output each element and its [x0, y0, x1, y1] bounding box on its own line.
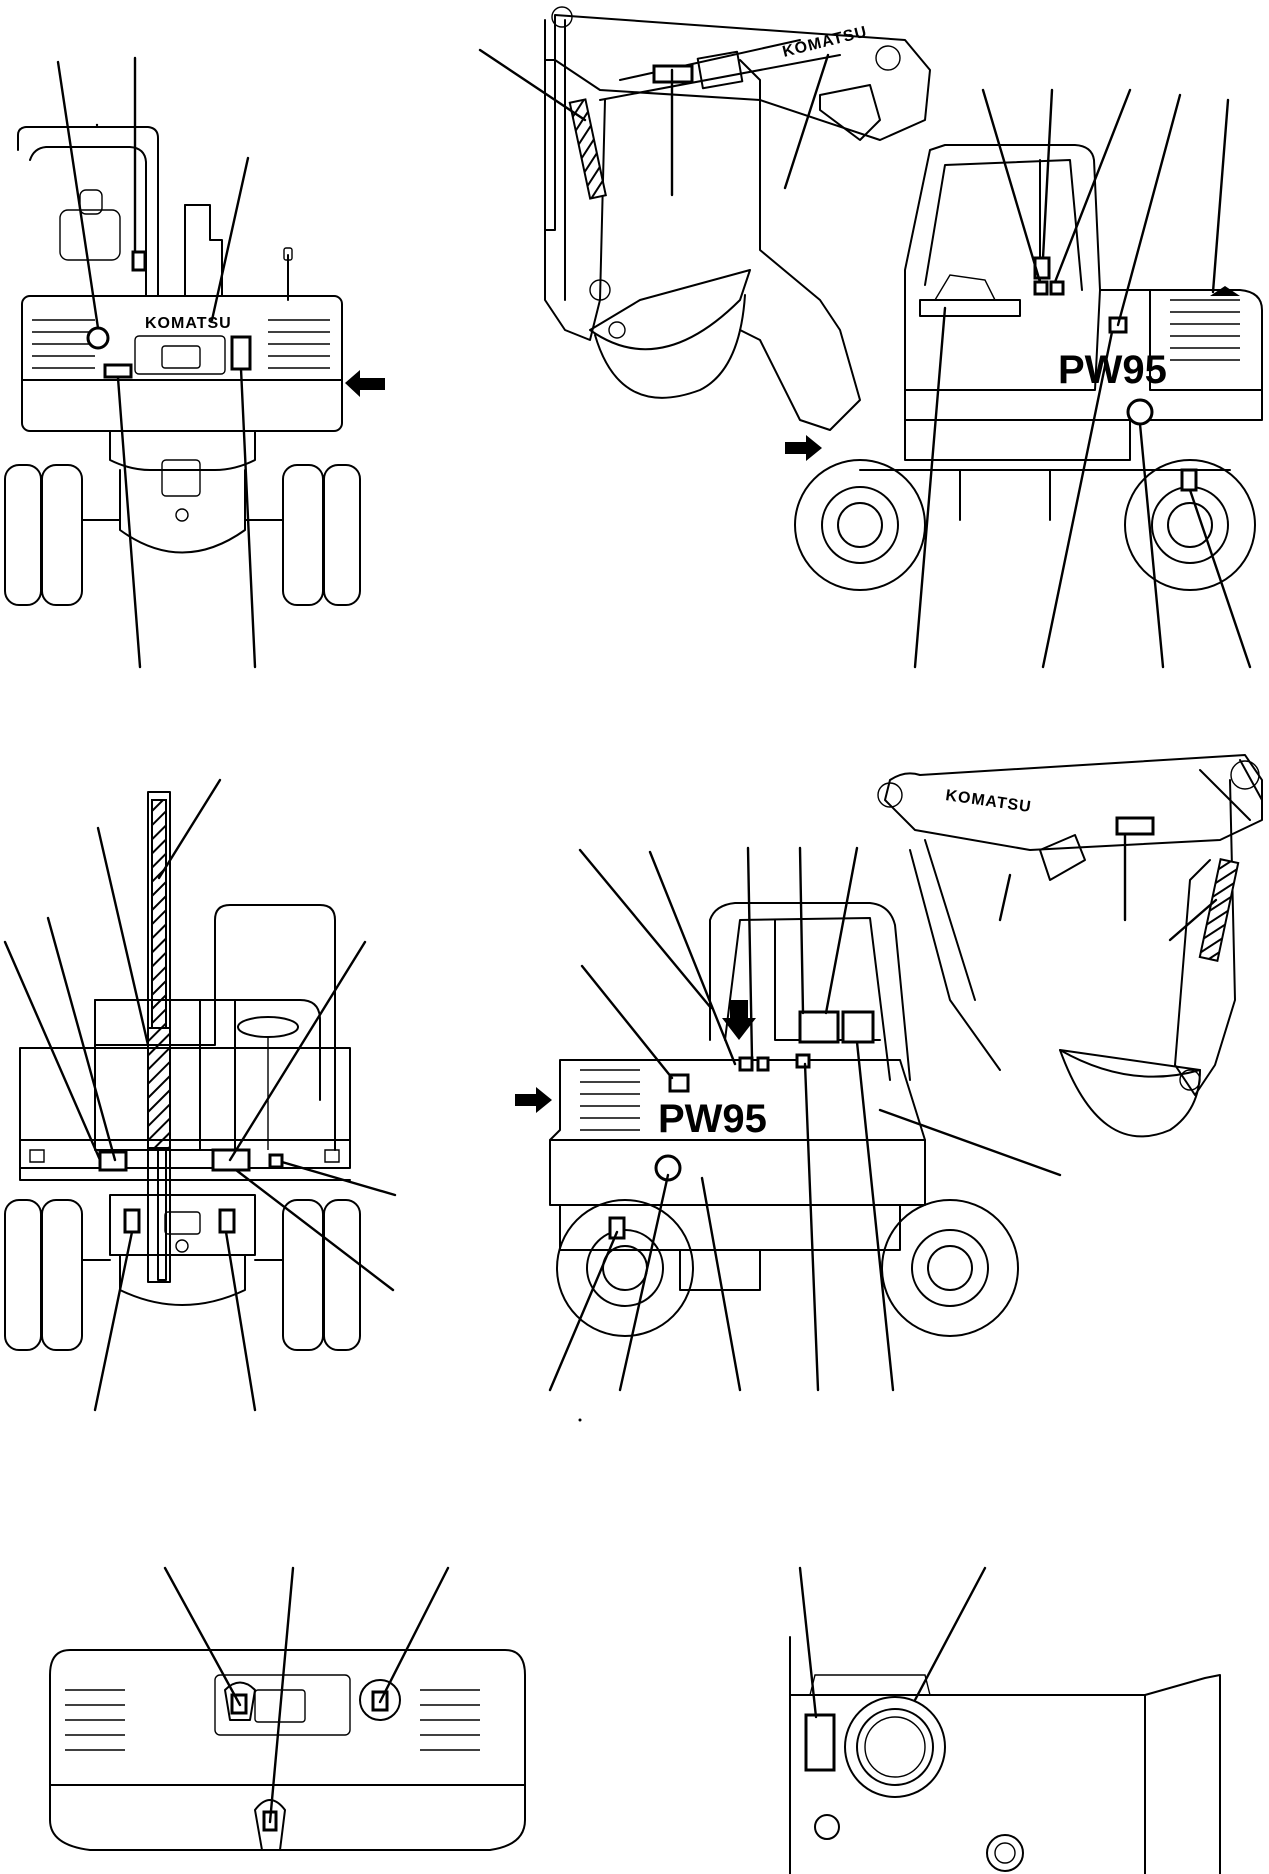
tank-detail [790, 1568, 1220, 1874]
model-text-right: PW95 [1058, 348, 1167, 392]
model-text-left: PW95 [658, 1097, 767, 1141]
right-side-view: KOMATSU PW95 [480, 7, 1262, 667]
left-side-view: KOMATSU PW95 [515, 755, 1262, 1390]
counterweight-detail [50, 1568, 525, 1850]
brand-text-rear: KOMATSU [145, 315, 232, 332]
rear-view: KOMATSU [5, 58, 385, 667]
brand-text-right-boom: KOMATSU [781, 23, 869, 60]
brand-text-left-boom: KOMATSU [944, 787, 1032, 816]
front-view [5, 780, 395, 1410]
